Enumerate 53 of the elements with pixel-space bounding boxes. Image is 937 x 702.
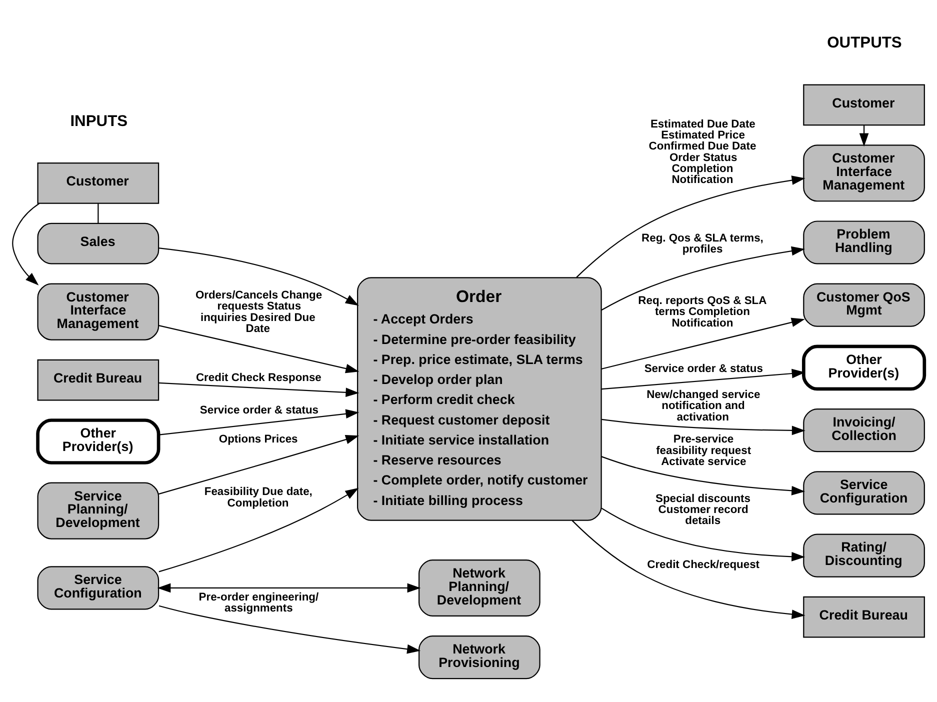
arrow	[12, 202, 40, 285]
edge-label: Req. reports QoS & SLA terms Completion Notification	[638, 294, 767, 329]
node-box: Customer Interface Management	[37, 282, 160, 340]
edge-label: Service order & status	[200, 404, 319, 416]
arrow	[158, 434, 360, 494]
label: OUTPUTS	[827, 34, 902, 52]
arrow	[158, 487, 359, 572]
edge-label: Service order & status	[644, 362, 763, 375]
arrow	[601, 368, 806, 390]
edge-label: Orders/Cancels Change requests Status inquiries Desired Due Date	[195, 288, 322, 334]
edge-label: New/changed service notification and activation	[646, 388, 760, 423]
edge-label: Options Prices	[218, 433, 298, 446]
label: INPUTS	[70, 112, 128, 130]
connector	[98, 203, 99, 223]
edge-label: Reg. Qos & SLA terms, profiles	[642, 232, 764, 256]
node-box: Customer	[803, 84, 925, 126]
edge-label: Special discounts Customer record details	[656, 492, 751, 527]
node-box: Network Planning/ Development	[418, 558, 540, 616]
node-box: Rating/ Discounting	[803, 533, 925, 577]
node-box: Service Configuration	[803, 470, 925, 514]
arrow	[158, 382, 360, 397]
node-box: Order - Accept Orders - Determine pre-order feasibility - Prep. price estimate, SLA terms - Develop order plan - Perform credit check - Request customer deposit - Initiate service installation - Reserve resources - Complete order, notify customer - Initiate billing process	[357, 276, 602, 520]
node-box: Other Provider(s)	[802, 344, 926, 390]
arrow	[576, 175, 806, 278]
arrow	[158, 604, 421, 654]
arrow	[158, 408, 360, 435]
edge-label: Pre-order engineering/assignments	[198, 590, 319, 614]
node-box: Customer	[37, 162, 160, 204]
edge-label: Credit Check Response	[196, 372, 322, 384]
node-box: Sales	[37, 222, 160, 264]
node-box: Credit Bureau	[803, 596, 925, 638]
node-box: Service Configuration	[37, 566, 160, 610]
arrow	[158, 324, 360, 373]
node-box: Service Planning/ Development	[37, 482, 160, 539]
arrow	[601, 507, 806, 561]
node-box: Customer QoS Mgmt	[803, 282, 925, 326]
node-box: Credit Bureau	[37, 358, 160, 400]
arrow	[572, 520, 806, 618]
node-box: Other Provider(s)	[36, 418, 160, 464]
edge-label: Estimated Due Date Estimated Price Confirmed Due Date Order Status Completion Notification	[648, 118, 756, 186]
arrow	[601, 246, 805, 310]
arrow	[157, 582, 421, 592]
arrow	[602, 418, 806, 435]
node-box: Network Provisioning	[418, 634, 540, 679]
arrow	[601, 456, 806, 495]
arrow	[601, 317, 805, 369]
node-box: Invoicing/ Collection	[803, 408, 925, 452]
edge-label: Pre-service feasibility request Activate service	[656, 433, 752, 468]
edge-label: Feasibility Due date, Completion	[204, 486, 312, 509]
edge-label: Credit Check/request	[647, 558, 760, 570]
node-box: Problem Handling	[803, 220, 925, 264]
arrow	[158, 246, 359, 306]
node-box: Customer Interface Management	[803, 144, 925, 202]
